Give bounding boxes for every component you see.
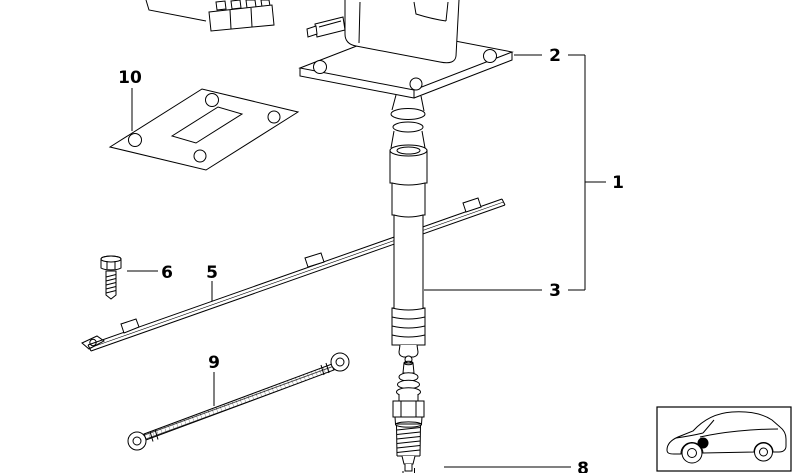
ground-strap-drawing [127,352,350,451]
wiring-connector-drawing [208,0,275,32]
gasket-drawing [108,88,300,171]
inset-border [656,406,792,472]
part-label-ground-strap: 9 [208,353,220,373]
leader-lines [127,0,606,468]
bolt-drawing [100,255,122,300]
part-labels: 10 6 5 9 2 1 3 8 [118,46,624,473]
part-label-cable-duct: 5 [206,263,218,283]
ignition-coil-drawing [298,0,514,149]
part-label-assembly: 1 [612,173,624,193]
part-label-ignition-coil: 2 [549,46,561,66]
car-location-inset [656,406,792,472]
part-label-gasket: 10 [118,68,142,88]
location-dot [697,437,709,449]
cable-duct-drawing [81,197,506,352]
car-icon [666,411,787,464]
plug-boot-drawing [389,144,428,364]
spark-plug-drawing [392,360,425,473]
part-label-screw: 6 [161,263,173,283]
part-label-plug-boot: 3 [549,281,561,301]
part-label-spark-plug: 8 [577,459,589,473]
